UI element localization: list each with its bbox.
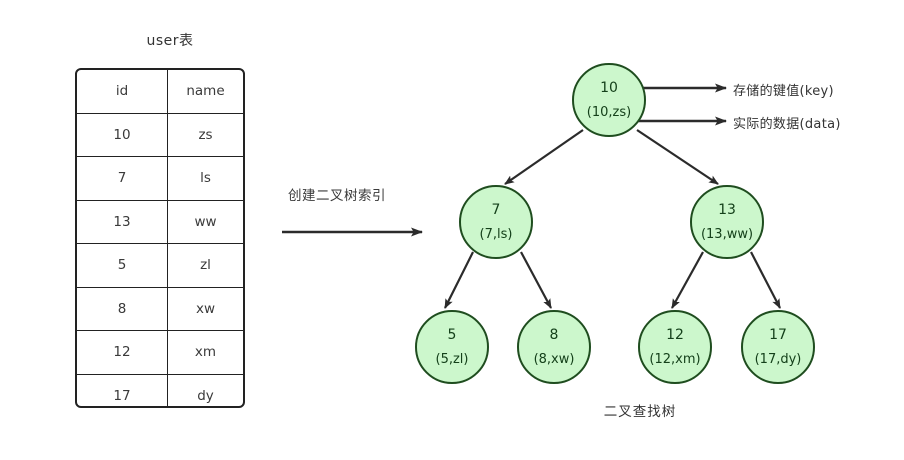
tree-node-key: 8 bbox=[549, 327, 559, 343]
tree-node-data: (10,zs) bbox=[586, 105, 632, 120]
cell-name: ls bbox=[167, 156, 243, 201]
user-table-title: user表 bbox=[146, 33, 194, 49]
column-header-id: id bbox=[77, 70, 168, 114]
tree-node-data: (13,ww) bbox=[700, 227, 754, 242]
tree-node-root: 10 (10,zs) bbox=[572, 63, 646, 137]
cell-name: ww bbox=[167, 199, 243, 244]
tree-node-leaf-12: 12 (12,xm) bbox=[638, 310, 712, 384]
tree-node-key: 17 bbox=[769, 327, 787, 343]
tree-node-data: (8,xw) bbox=[533, 352, 575, 367]
tree-node-key: 10 bbox=[600, 80, 618, 96]
tree-node-data: (7,ls) bbox=[479, 227, 513, 242]
cell-id: 17 bbox=[77, 373, 168, 406]
tree-node-key: 12 bbox=[666, 327, 684, 343]
tree-node-key: 5 bbox=[447, 327, 457, 343]
table-header-row: id name bbox=[77, 70, 243, 114]
user-table: id name 10 zs 7 ls 13 ww 5 zl 8 xw bbox=[75, 68, 245, 408]
tree-edge-root-left bbox=[504, 129, 584, 185]
tree-edge-l1-left bbox=[444, 251, 474, 309]
transform-arrow-label: 创建二叉树索引 bbox=[288, 188, 386, 204]
annotation-key-label: 存储的键值(key) bbox=[733, 84, 834, 99]
table-row: 12 xm bbox=[77, 330, 243, 375]
tree-node-right-child: 13 (13,ww) bbox=[690, 185, 764, 259]
tree-edge-r1-left bbox=[671, 251, 704, 309]
column-header-name: name bbox=[167, 70, 243, 114]
tree-edge-r1-right bbox=[750, 251, 781, 309]
tree-node-data: (5,zl) bbox=[435, 352, 469, 367]
table-row: 13 ww bbox=[77, 199, 243, 244]
table-row: 7 ls bbox=[77, 156, 243, 201]
cell-name: zs bbox=[167, 112, 243, 157]
cell-id: 12 bbox=[77, 330, 168, 375]
tree-node-key: 13 bbox=[718, 202, 736, 218]
tree-node-data: (17,dy) bbox=[754, 352, 802, 367]
cell-name: xw bbox=[167, 286, 243, 331]
table-row: 17 dy bbox=[77, 373, 243, 406]
table-row: 5 zl bbox=[77, 243, 243, 288]
tree-node-key: 7 bbox=[491, 202, 501, 218]
table-row: 8 xw bbox=[77, 286, 243, 331]
cell-id: 10 bbox=[77, 112, 168, 157]
cell-id: 13 bbox=[77, 199, 168, 244]
tree-edge-l1-right bbox=[520, 251, 552, 309]
tree-node-leaf-8: 8 (8,xw) bbox=[517, 310, 591, 384]
cell-id: 5 bbox=[77, 243, 168, 288]
tree-node-data: (12,xm) bbox=[649, 352, 701, 367]
cell-name: zl bbox=[167, 243, 243, 288]
tree-node-leaf-17: 17 (17,dy) bbox=[741, 310, 815, 384]
tree-node-left-child: 7 (7,ls) bbox=[459, 185, 533, 259]
user-table-body: id name 10 zs 7 ls 13 ww 5 zl 8 xw bbox=[77, 70, 243, 406]
table-row: 10 zs bbox=[77, 112, 243, 157]
cell-name: xm bbox=[167, 330, 243, 375]
cell-id: 7 bbox=[77, 156, 168, 201]
annotation-data-label: 实际的数据(data) bbox=[733, 117, 841, 132]
tree-edge-root-right bbox=[636, 129, 719, 185]
tree-caption: 二叉查找树 bbox=[603, 404, 677, 420]
cell-id: 8 bbox=[77, 286, 168, 331]
tree-node-leaf-5: 5 (5,zl) bbox=[415, 310, 489, 384]
cell-name: dy bbox=[167, 373, 243, 406]
